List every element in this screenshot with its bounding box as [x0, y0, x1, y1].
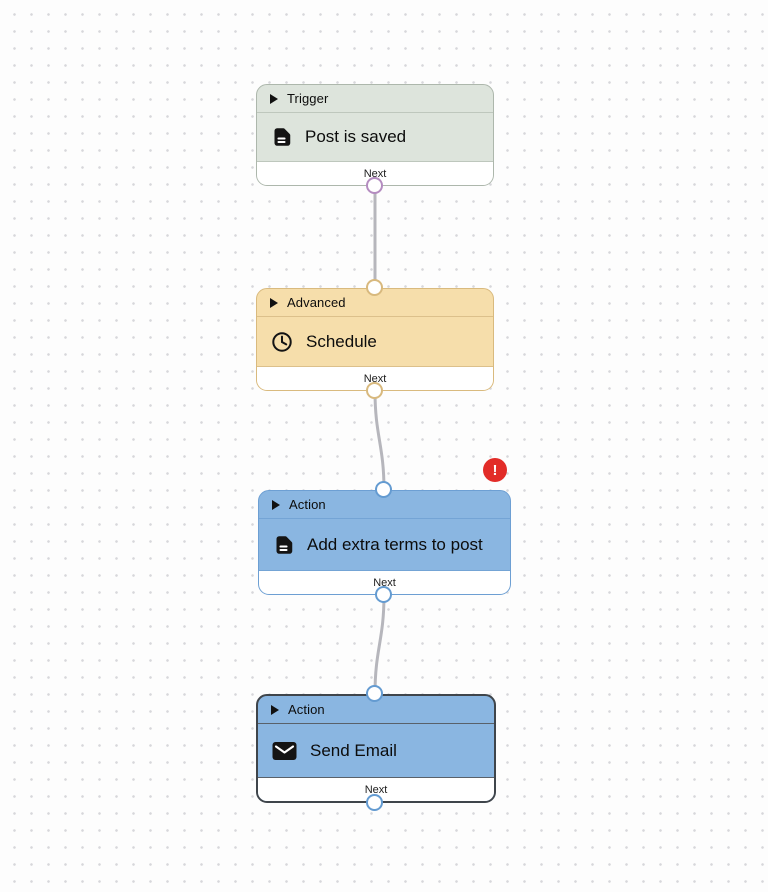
port-input-action-email[interactable]: [366, 685, 383, 702]
error-badge-icon[interactable]: !: [483, 458, 507, 482]
node-trigger-post-is-saved[interactable]: Trigger Post is saved Next: [256, 84, 494, 186]
error-symbol: !: [492, 461, 498, 479]
port-input-action-terms[interactable]: [375, 481, 392, 498]
node-body: Add extra terms to post: [259, 519, 510, 570]
document-icon: [273, 534, 294, 556]
node-category-label: Action: [288, 702, 325, 717]
port-output-action-terms[interactable]: [375, 586, 392, 603]
node-title: Add extra terms to post: [307, 534, 483, 554]
next-label: Next: [363, 372, 387, 385]
node-category-label: Action: [289, 497, 326, 512]
next-label: Next: [364, 783, 388, 796]
node-advanced-schedule[interactable]: Advanced Schedule Next: [256, 288, 494, 391]
collapse-arrow-icon[interactable]: [271, 704, 279, 715]
node-title: Schedule: [306, 331, 377, 351]
node-header: Trigger: [257, 85, 493, 113]
port-input-advanced[interactable]: [366, 279, 383, 296]
node-title: Post is saved: [305, 127, 407, 146]
node-title: Send Email: [310, 740, 397, 760]
edge-action-terms-to-action-email[interactable]: [373, 593, 386, 696]
node-action-add-extra-terms[interactable]: Action Add extra terms to post Next: [258, 490, 511, 595]
node-category-label: Advanced: [287, 295, 346, 310]
node-header: Advanced: [257, 289, 493, 317]
collapse-arrow-icon[interactable]: [270, 297, 278, 308]
node-body: Send Email: [258, 724, 494, 777]
clock-icon: [271, 331, 293, 353]
node-header: Action: [258, 696, 494, 724]
edge-advanced-to-action-terms[interactable]: [373, 389, 386, 492]
port-output-advanced[interactable]: [366, 382, 383, 399]
document-icon: [271, 126, 292, 148]
collapse-arrow-icon[interactable]: [272, 499, 280, 510]
next-label: Next: [363, 167, 387, 180]
collapse-arrow-icon[interactable]: [270, 93, 278, 104]
port-output-trigger[interactable]: [366, 177, 383, 194]
node-next-handle[interactable]: Next: [257, 161, 493, 185]
port-output-action-email[interactable]: [366, 794, 383, 811]
node-header: Action: [259, 491, 510, 519]
node-action-send-email[interactable]: Action Send Email Next: [256, 694, 496, 803]
node-next-handle[interactable]: Next: [257, 366, 493, 390]
node-body: Post is saved: [257, 113, 493, 161]
next-label: Next: [373, 576, 396, 589]
node-category-label: Trigger: [287, 91, 329, 106]
node-body: Schedule: [257, 317, 493, 366]
mail-icon: [272, 741, 297, 761]
node-next-handle[interactable]: Next: [259, 570, 510, 594]
